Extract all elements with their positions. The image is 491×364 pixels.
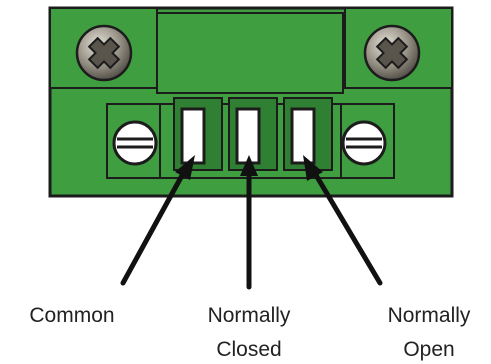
label-common: Common [29,304,114,327]
left-terminal-screw-icon [112,120,158,166]
arrow-normally-closed [240,155,258,290]
terminal-slot-common [173,97,223,171]
right-terminal-screw-icon [341,120,387,166]
center-housing [156,12,344,94]
label-normally-closed-line2: Closed [216,338,281,361]
terminal-slot-normally-open [283,97,333,171]
right-mount-screw-icon [363,24,421,82]
label-normally-open-line1: Normally [388,304,471,327]
arrow-common [120,155,195,286]
arrow-normally-open [303,155,383,286]
terminal-slot-normally-closed [228,97,278,171]
left-mount-screw-icon [75,24,133,82]
label-normally-open-line2: Open [403,338,454,361]
label-normally-closed-line1: Normally [208,304,291,327]
